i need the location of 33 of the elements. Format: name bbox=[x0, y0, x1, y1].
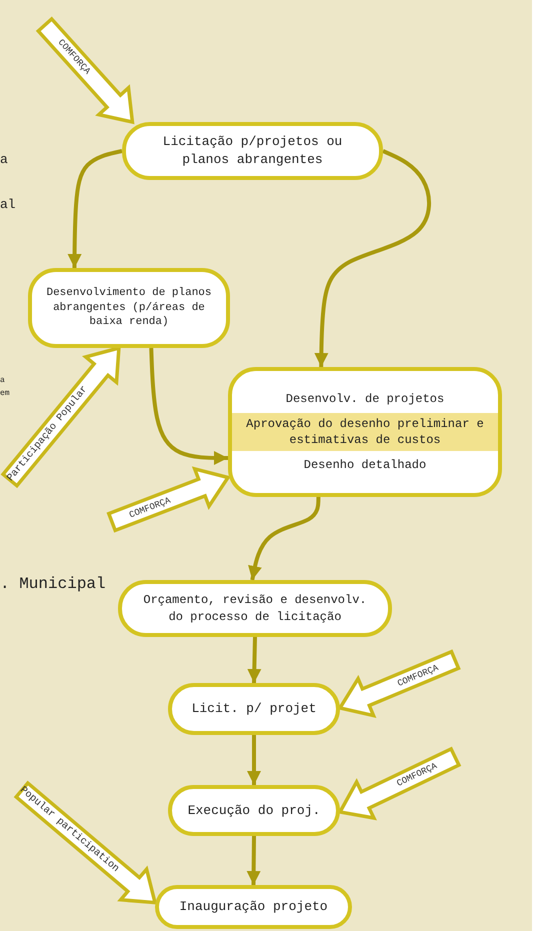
process-box bbox=[228, 367, 502, 497]
block-arrow bbox=[337, 746, 462, 820]
block-arrow bbox=[14, 780, 158, 905]
step-text: Orçamento, revisão e desenvolv. do processo de licitação bbox=[142, 592, 368, 625]
arrow bbox=[247, 735, 261, 785]
process-box bbox=[28, 268, 230, 348]
arrow bbox=[149, 348, 228, 465]
side-text: . Municipal bbox=[0, 575, 106, 593]
block-arrow bbox=[337, 649, 461, 718]
process-box bbox=[122, 122, 383, 180]
step-text: Execução do proj. bbox=[186, 802, 322, 820]
arrow bbox=[248, 496, 320, 580]
arrow bbox=[68, 149, 122, 268]
step-text: Desenho detalhado bbox=[302, 457, 428, 474]
step-text: Desenvolvimento de planos abrangentes (p/áreas de baixa renda) bbox=[45, 286, 213, 330]
step-text: Desenvolv. de projetos bbox=[284, 390, 446, 407]
process-box bbox=[168, 683, 340, 735]
arrow bbox=[247, 636, 262, 684]
step-text: Licitação p/projetos ou planos abrangentes bbox=[162, 133, 344, 169]
arrow bbox=[246, 836, 261, 886]
process-box bbox=[168, 785, 340, 836]
block-arrow bbox=[0, 346, 121, 488]
process-box bbox=[155, 885, 352, 929]
step-text: Inauguração projeto bbox=[178, 898, 329, 916]
side-text: em bbox=[0, 389, 10, 398]
side-text: a bbox=[0, 152, 8, 167]
arrow bbox=[314, 149, 431, 368]
block-arrow bbox=[36, 16, 134, 124]
block-arrow bbox=[106, 466, 231, 533]
side-text: al bbox=[0, 197, 16, 212]
step-text: Licit. p/ projet bbox=[190, 700, 318, 718]
highlighted-step-text: Aprovação do desenho preliminar e estimativas de custos bbox=[232, 412, 498, 452]
side-text: a bbox=[0, 376, 5, 385]
